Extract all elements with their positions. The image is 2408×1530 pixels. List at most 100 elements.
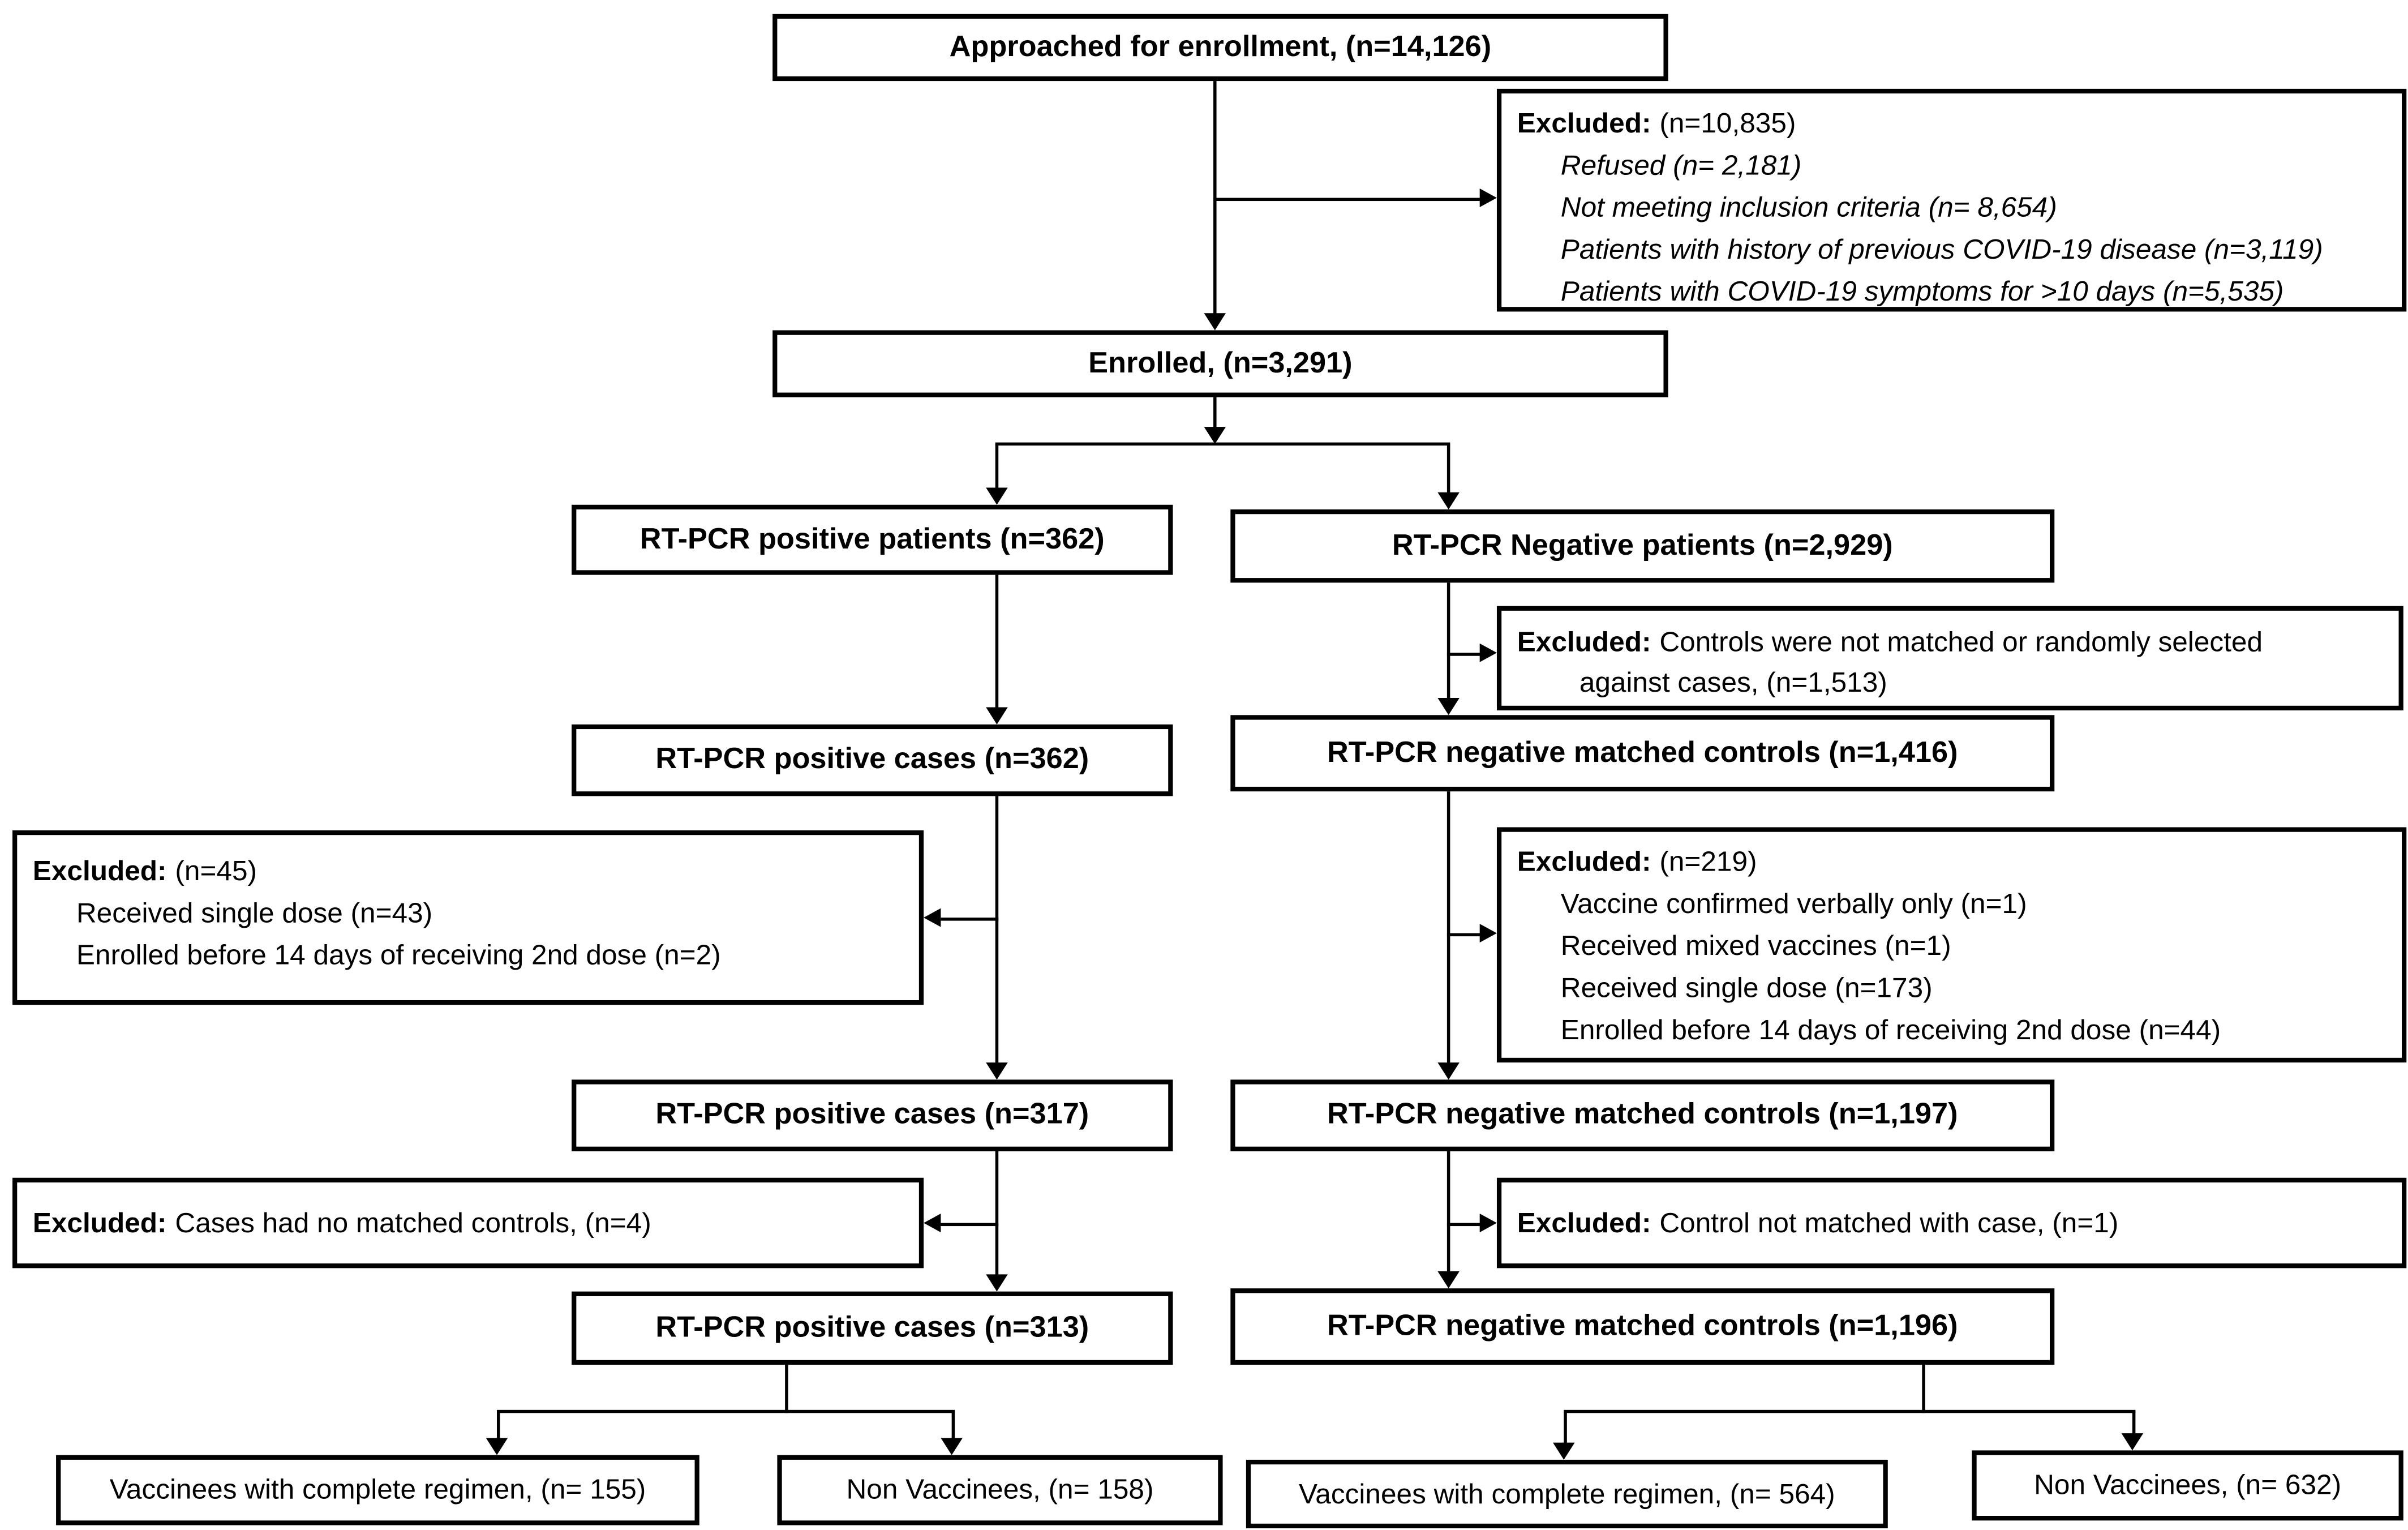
line-matched-1416-to-matched-1197	[1446, 791, 1450, 1066]
box-vaccinees-cases-label: Vaccinees with complete regimen, (n= 155…	[109, 1474, 646, 1506]
excluded-enrollment-item: Not meeting inclusion criteria (n= 8,654…	[1560, 191, 2057, 223]
arrowhead-into-excluded-enrollment	[1479, 188, 1497, 208]
box-rtpcr-positive-cases-317-label: RT-PCR positive cases (n=317)	[655, 1098, 1089, 1132]
line-split-to-negative-patients	[1446, 444, 1450, 496]
box-rtpcr-positive-patients: RT-PCR positive patients (n=362)	[572, 504, 1173, 575]
line-enrolled-splitter	[995, 442, 1450, 446]
line-branch-to-excluded-1	[1446, 1223, 1483, 1227]
arrowhead-into-positive-patients	[986, 487, 1008, 505]
box-rtpcr-negative-matched-1197-label: RT-PCR negative matched controls (n=1,19…	[1327, 1098, 1958, 1132]
excluded-count: (n=10,835)	[1659, 107, 1796, 139]
line-cases-fork-bar	[496, 1409, 955, 1413]
arrowhead-into-matched-1416	[1437, 698, 1460, 715]
excluded-enrollment-headline: Excluded:(n=10,835)	[1517, 103, 2389, 145]
excluded-label: Excluded:	[32, 1206, 167, 1238]
line-fork-to-non-vaccinees-controls	[2132, 1411, 2136, 1435]
arrowhead-into-vaccinees-cases	[486, 1438, 508, 1455]
arrowhead-into-excluded-controls	[1479, 643, 1497, 662]
box-non-vaccinees-controls-label: Non Vaccinees, (n= 632)	[2034, 1469, 2342, 1501]
excluded-enrollment-item: Patients with COVID-19 symptoms for >10 …	[1560, 276, 2284, 307]
box-rtpcr-positive-cases-313-label: RT-PCR positive cases (n=313)	[655, 1311, 1089, 1344]
line-cases-317-to-cases-313	[995, 1151, 999, 1278]
line-cases-313-fork-stem	[785, 1365, 788, 1413]
line-matched-1197-to-matched-1196	[1446, 1151, 1450, 1275]
arrowhead-into-matched-1196	[1437, 1271, 1460, 1289]
line-fork-to-non-vaccinees-cases	[951, 1411, 955, 1440]
arrowhead-into-cases-362	[986, 707, 1008, 725]
box-rtpcr-negative-matched-1197: RT-PCR negative matched controls (n=1,19…	[1230, 1079, 2055, 1151]
arrowhead-into-cases-313	[986, 1274, 1008, 1292]
excluded-controls-219-item: Vaccine confirmed verbally only (n=1)	[1560, 888, 2027, 919]
box-excluded-no-matched-controls: Excluded:Cases had no matched controls, …	[12, 1177, 924, 1268]
box-rtpcr-negative-matched-1416-label: RT-PCR negative matched controls (n=1,41…	[1327, 736, 1958, 769]
box-approached-enrollment: Approached for enrollment, (n=14,126)	[772, 14, 1668, 82]
box-enrolled-label: Enrolled, (n=3,291)	[1088, 346, 1353, 380]
line-fork-to-vaccinees-cases	[496, 1411, 500, 1440]
line-branch-to-excluded-45	[941, 918, 999, 921]
excluded-label: Excluded:	[1517, 846, 1651, 877]
arrowhead-into-cases-317	[986, 1062, 1008, 1080]
excluded-cases-45-headline: Excluded:(n=45)	[33, 851, 907, 893]
line-controls-fork-bar	[1564, 1409, 2136, 1413]
excluded-controls-219-item: Received single dose (n=173)	[1560, 972, 1933, 1004]
line-branch-to-excluded-controls	[1446, 653, 1483, 656]
line-branch-to-excluded-219	[1446, 933, 1483, 937]
arrowhead-into-negative-patients	[1437, 492, 1460, 510]
arrowhead-into-non-vaccinees-controls	[2121, 1433, 2144, 1451]
excluded-enrollment-item: Patients with history of previous COVID-…	[1560, 233, 2323, 265]
line-fork-to-vaccinees-controls	[1564, 1411, 1567, 1445]
excluded-count: (n=45)	[175, 855, 257, 887]
line-branch-to-excluded-enrollment	[1213, 198, 1484, 202]
box-rtpcr-negative-matched-1416: RT-PCR negative matched controls (n=1,41…	[1230, 715, 2055, 792]
box-enrolled: Enrolled, (n=3,291)	[772, 330, 1668, 397]
line-cases-362-to-cases-317	[995, 796, 999, 1066]
arrowhead-into-vaccinees-controls	[1553, 1442, 1575, 1460]
box-rtpcr-positive-cases-362: RT-PCR positive cases (n=362)	[572, 724, 1173, 796]
excluded-controls-219-item: Received mixed vaccines (n=1)	[1560, 930, 1951, 962]
line-split-to-positive-patients	[995, 444, 999, 491]
excluded-label: Excluded:	[1517, 1206, 1651, 1238]
box-excluded-cases-45: Excluded:(n=45) Received single dose (n=…	[12, 830, 924, 1005]
line-branch-to-excluded-4	[941, 1223, 999, 1227]
arrowhead-into-excluded-219	[1479, 924, 1497, 943]
box-vaccinees-controls: Vaccinees with complete regimen, (n= 564…	[1246, 1459, 1888, 1529]
excluded-controls-219-item: Enrolled before 14 days of receiving 2nd…	[1560, 1014, 2221, 1045]
arrowhead-into-matched-1197	[1437, 1062, 1460, 1080]
box-rtpcr-negative-patients: RT-PCR Negative patients (n=2,929)	[1230, 509, 2055, 583]
arrowhead-into-excluded-1	[1479, 1214, 1497, 1233]
excluded-label: Excluded:	[1517, 107, 1651, 139]
box-excluded-control-not-matched: Excluded:Control not matched with case, …	[1496, 1177, 2407, 1268]
excluded-controls-219-headline: Excluded: (n=219)	[1517, 841, 2389, 883]
line-positive-patients-to-cases-362	[995, 575, 999, 711]
arrowhead-into-excluded-45	[924, 908, 941, 927]
arrowhead-into-excluded-4	[924, 1214, 941, 1233]
box-rtpcr-negative-matched-1196-label: RT-PCR negative matched controls (n=1,19…	[1327, 1309, 1958, 1343]
excluded-cases-45-item: Enrolled before 14 days of receiving 2nd…	[76, 939, 721, 971]
line-negative-patients-to-matched-1416	[1446, 582, 1450, 701]
box-rtpcr-positive-cases-362-label: RT-PCR positive cases (n=362)	[655, 743, 1089, 776]
box-non-vaccinees-controls: Non Vaccinees, (n= 632)	[1972, 1450, 2403, 1521]
arrowhead-into-splitter	[1204, 427, 1226, 444]
box-approached-enrollment-label: Approached for enrollment, (n=14,126)	[949, 30, 1492, 63]
excluded-enrollment-item: Refused (n= 2,181)	[1560, 149, 1802, 181]
arrowhead-into-enrolled	[1204, 313, 1226, 331]
arrowhead-into-non-vaccinees-cases	[941, 1438, 963, 1455]
box-excluded-controls-not-matched: Excluded:Controls were not matched or ra…	[1496, 606, 2403, 711]
box-vaccinees-cases: Vaccinees with complete regimen, (n= 155…	[56, 1455, 699, 1525]
box-rtpcr-negative-matched-1196: RT-PCR negative matched controls (n=1,19…	[1230, 1288, 2055, 1365]
excluded-label: Excluded:	[32, 855, 167, 887]
box-rtpcr-positive-cases-317: RT-PCR positive cases (n=317)	[572, 1079, 1173, 1151]
line-matched-1196-fork-stem	[1922, 1365, 1925, 1413]
excluded-label: Excluded:	[1517, 626, 1651, 658]
box-rtpcr-positive-patients-label: RT-PCR positive patients (n=362)	[639, 522, 1105, 556]
box-non-vaccinees-cases-label: Non Vaccinees, (n= 158)	[846, 1474, 1154, 1506]
box-excluded-enrollment: Excluded:(n=10,835) Refused (n= 2,181) N…	[1496, 88, 2407, 312]
box-rtpcr-positive-cases-313: RT-PCR positive cases (n=313)	[572, 1291, 1173, 1365]
box-rtpcr-negative-patients-label: RT-PCR Negative patients (n=2,929)	[1392, 529, 1893, 562]
line-enrolled-to-split	[1213, 397, 1217, 432]
excluded-cases-45-item: Received single dose (n=43)	[76, 897, 433, 929]
excluded-count: (n=219)	[1659, 846, 1757, 877]
box-vaccinees-controls-label: Vaccinees with complete regimen, (n= 564…	[1298, 1477, 1835, 1510]
excluded-controls-text: Excluded:Controls were not matched or ra…	[1517, 626, 2263, 698]
